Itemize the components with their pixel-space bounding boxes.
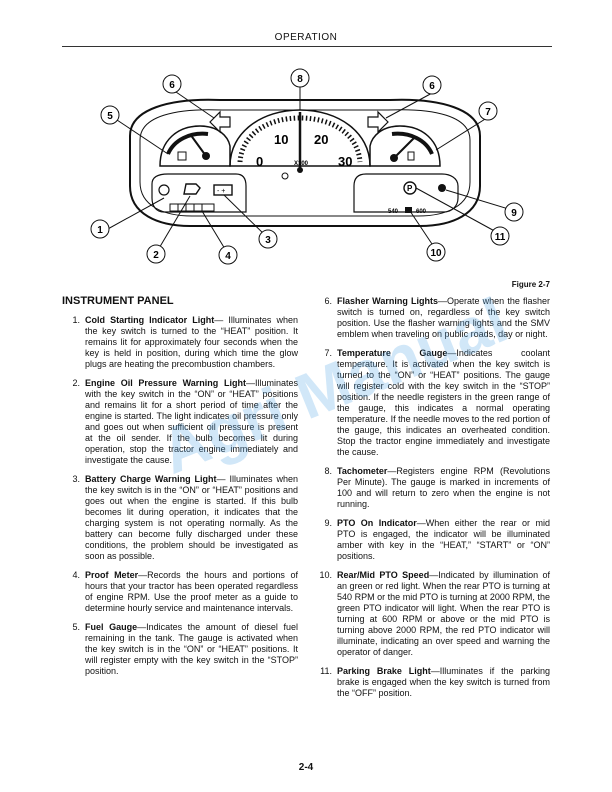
- parking-brake-symbol: P: [407, 184, 413, 193]
- tach-tick-20: 20: [314, 132, 328, 147]
- item-list-right: 6. Flasher Warning Lights—Operate when th…: [314, 296, 550, 699]
- item-body: —Registers engine RPM (Revolutions Per M…: [337, 466, 550, 509]
- item-body: —Indicated by illumination of an green o…: [337, 570, 551, 657]
- panel-inner-bezel: [139, 109, 471, 217]
- callout-2: 2: [153, 250, 159, 261]
- lower-right-cluster: P 540 600: [353, 173, 459, 215]
- pto-on-icon: [438, 184, 446, 192]
- item-body: —When either the rear or mid PTO is enga…: [337, 518, 551, 561]
- tach-tick-10: 10: [274, 132, 288, 147]
- item-term: Battery Charge Warning Light: [85, 474, 217, 484]
- list-item: 5. Fuel Gauge—Indicates the amount of die…: [62, 622, 298, 677]
- item-term: Temperature Gauge: [337, 348, 448, 358]
- item-body: —Illuminates with the key switch in the …: [85, 378, 298, 465]
- lower-left-cluster: - +: [151, 173, 247, 213]
- page-header: OPERATION: [274, 32, 338, 43]
- item-term: Rear/Mid PTO Speed: [337, 570, 430, 580]
- right-flasher-icon: [367, 110, 389, 134]
- page-number: 2-4: [298, 762, 314, 773]
- item-body: —Records the hours and portions of hours…: [85, 570, 298, 613]
- oil-can-icon: [183, 183, 201, 195]
- pto-speed-icon: [405, 207, 412, 213]
- instrument-panel-figure: 0 10 20 30 X100 - + P 540 600: [90, 68, 524, 265]
- temperature-gauge: [369, 125, 441, 167]
- leader-lines: [105, 87, 513, 255]
- callout-1: 1: [97, 225, 103, 236]
- item-number: 9.: [324, 518, 332, 528]
- item-term: Parking Brake Light: [337, 666, 431, 676]
- item-term: Tachometer: [337, 466, 388, 476]
- callout-10: 10: [430, 248, 442, 259]
- item-term: PTO On Indicator: [337, 518, 417, 528]
- tach-tick-30: 30: [338, 154, 352, 169]
- battery-icon: [213, 184, 233, 196]
- list-item: 3. Battery Charge Warning Light— Illumina…: [62, 474, 298, 562]
- section-title: INSTRUMENT PANEL: [62, 295, 174, 307]
- tachometer: 0 10 20 30 X100: [229, 109, 371, 180]
- pto-speed-right: 600: [416, 209, 427, 215]
- item-number: 5.: [72, 622, 80, 632]
- callout-8: 8: [297, 74, 303, 85]
- item-body: — Illuminates when the key switch is tur…: [85, 315, 298, 369]
- item-number: 6.: [324, 296, 332, 306]
- left-column: INSTRUMENT PANEL 1. Cold Starting Indicat…: [62, 296, 298, 685]
- item-body: —Indicates coolant temperature. It is ac…: [337, 348, 550, 457]
- list-item: 10. Rear/Mid PTO Speed—Indicated by illum…: [314, 570, 550, 658]
- callout-9: 9: [511, 208, 517, 219]
- item-number: 8.: [324, 466, 332, 476]
- item-body: — Illuminates when the key switch is in …: [85, 474, 298, 561]
- callouts: 5 6 8 6 7 1 2 3 4 9 10 11: [90, 68, 524, 265]
- list-item: 6. Flasher Warning Lights—Operate when th…: [314, 296, 550, 340]
- item-term: Engine Oil Pressure Warning Light: [85, 378, 246, 388]
- item-number: 10.: [319, 570, 332, 580]
- list-item: 1. Cold Starting Indicator Light— Illumin…: [62, 315, 298, 370]
- item-term: Flasher Warning Lights: [337, 296, 438, 306]
- callout-7: 7: [485, 107, 491, 118]
- callout-3: 3: [265, 235, 271, 246]
- item-body: —Illuminates if the parking brake is eng…: [337, 666, 550, 698]
- item-list-left: 1.Cold Starting Indicator Light— Illumin…: [62, 315, 298, 677]
- item-number: 2.: [72, 378, 80, 388]
- panel-bezel: [129, 98, 481, 227]
- item-term: Cold Starting Indicator Light: [85, 315, 215, 325]
- callout-6-left: 6: [169, 80, 175, 91]
- item-number: 1.: [72, 315, 80, 325]
- item-number: 11.: [320, 666, 332, 676]
- list-item: 7. Temperature Gauge—Indicates coolant te…: [314, 348, 550, 458]
- list-item: 8. Tachometer—Registers engine RPM (Revol…: [314, 466, 550, 510]
- item-number: 4.: [72, 570, 80, 580]
- item-body: —Operate when the flasher switch is turn…: [337, 296, 550, 339]
- right-column: 6. Flasher Warning Lights—Operate when th…: [314, 296, 550, 707]
- fuel-gauge: [159, 125, 231, 167]
- callout-6-right: 6: [429, 81, 435, 92]
- callout-11: 11: [495, 232, 506, 243]
- item-term: Fuel Gauge: [85, 622, 138, 632]
- list-item: 2. Engine Oil Pressure Warning Light—Illu…: [62, 378, 298, 466]
- pto-speed-left: 540: [388, 209, 399, 215]
- battery-plus-minus: - +: [217, 188, 225, 195]
- header-rule: [62, 46, 552, 47]
- list-item: 9. PTO On Indicator—When either the rear …: [314, 518, 550, 562]
- list-item: 11. Parking Brake Light—Illuminates if th…: [314, 666, 550, 699]
- glow-plug-icon: [158, 184, 170, 196]
- item-term: Proof Meter: [85, 570, 139, 580]
- proof-meter: [169, 203, 215, 212]
- figure-caption: Figure 2-7: [511, 280, 550, 289]
- tach-unit: X100: [294, 161, 309, 167]
- callout-4: 4: [225, 251, 231, 262]
- item-number: 7.: [324, 348, 332, 358]
- tach-tick-0: 0: [256, 154, 263, 169]
- item-body: —Indicates the amount of diesel fuel rem…: [85, 622, 298, 676]
- callout-5: 5: [107, 111, 113, 122]
- list-item: 4. Proof Meter—Records the hours and port…: [62, 570, 298, 614]
- left-flasher-icon: [209, 110, 231, 134]
- item-number: 3.: [72, 474, 80, 484]
